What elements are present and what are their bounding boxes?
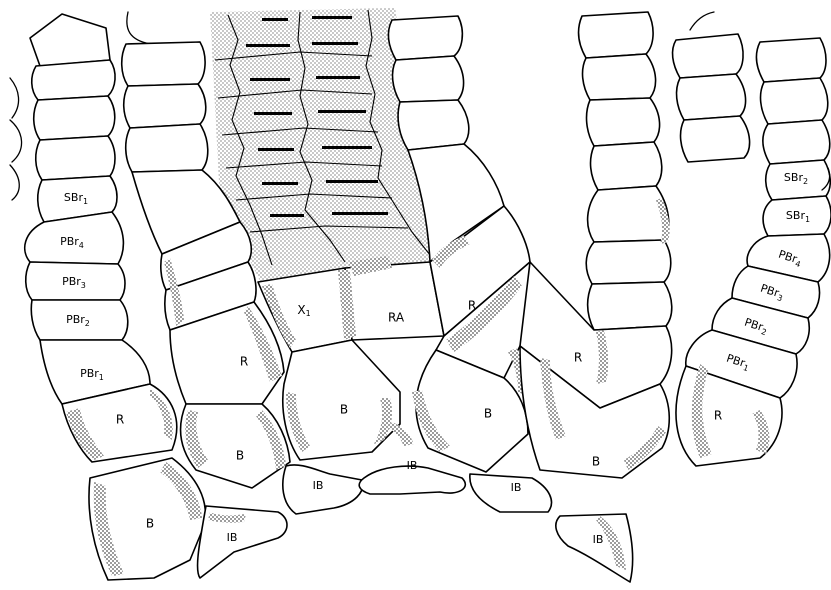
svg-text:B: B [484, 407, 492, 421]
central-plates [258, 256, 444, 460]
svg-text:R: R [240, 355, 248, 369]
svg-text:IB: IB [407, 459, 418, 472]
svg-text:IB: IB [227, 531, 238, 544]
svg-text:R: R [574, 351, 582, 365]
svg-text:RA: RA [388, 311, 405, 325]
third-right-arm [673, 12, 750, 162]
svg-text:B: B [236, 449, 244, 463]
svg-text:R: R [714, 409, 722, 423]
svg-text:B: B [592, 455, 600, 469]
svg-text:B: B [146, 517, 154, 531]
svg-text:R: R [116, 413, 124, 427]
svg-text:IB: IB [313, 479, 324, 492]
svg-text:IB: IB [593, 533, 604, 546]
svg-text:B: B [340, 403, 348, 417]
svg-text:IB: IB [511, 481, 522, 494]
far-left-arm-fragment [10, 78, 22, 200]
lower-left-basal-label: B [146, 517, 154, 531]
second-right-arm [520, 12, 672, 478]
svg-text:R: R [468, 299, 476, 313]
